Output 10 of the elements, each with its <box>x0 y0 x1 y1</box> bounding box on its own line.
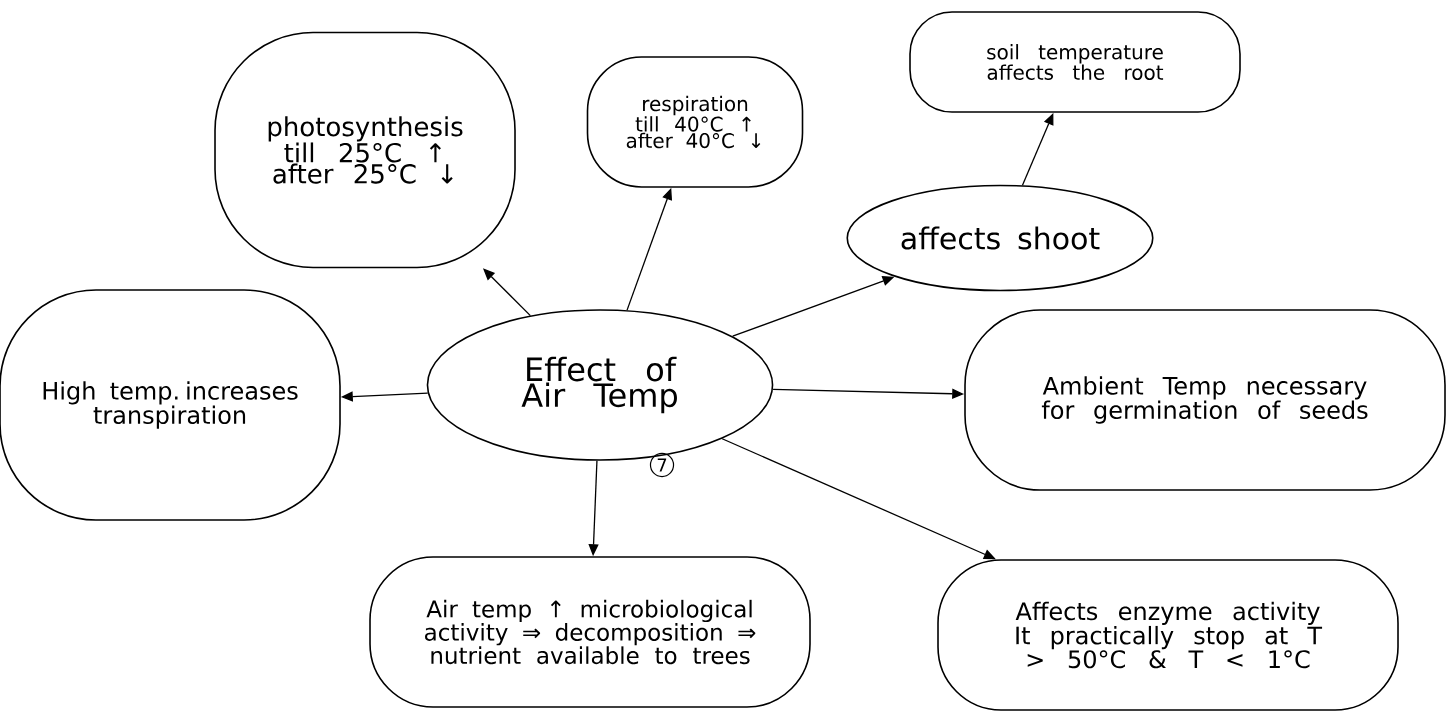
topic-bubble: Affects enzyme activity It practically stop at T > 50°C & T < 1°C <box>937 559 1399 711</box>
topic-bubble: Air temp ↑ microbiological activity ⇒ decomposition ⇒ nutrient available to trees <box>369 556 811 708</box>
topic-bubble: High temp. increases transpiration <box>0 289 341 521</box>
topic-bubble: soil temperature affects the root <box>909 11 1241 113</box>
topic-bubble: respiration till 40°C ↑ after 40°C ↓ <box>586 56 804 188</box>
topic-bubble: photosynthesis till 25°C ↑ after 25°C ↓ <box>214 31 516 269</box>
topic-oval: affects shoot <box>846 184 1154 292</box>
circled-number: 7 <box>649 452 675 478</box>
arrow <box>483 268 531 317</box>
topic-bubble: Ambient Temp necessary for germination of seeds <box>964 309 1446 491</box>
